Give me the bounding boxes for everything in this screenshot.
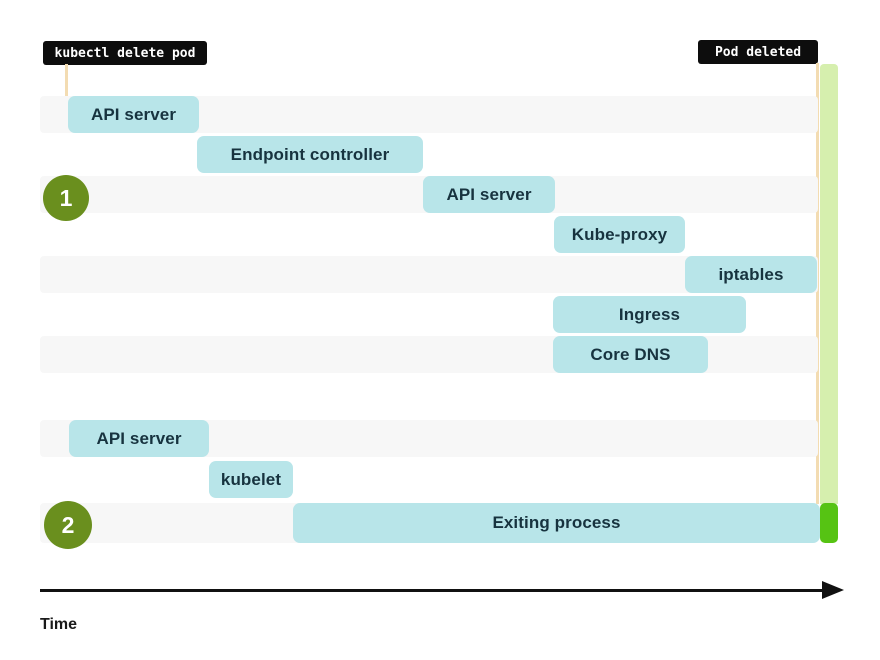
- timeline-row-band: [40, 136, 818, 173]
- process-bar-ingress: Ingress: [553, 296, 746, 333]
- kubectl-delete-pod-label: kubectl delete pod: [54, 45, 196, 61]
- pod-deleted-label: Pod deleted: [714, 44, 802, 60]
- process-bar-kubelet: kubelet: [209, 461, 293, 498]
- timeline-row-band: [40, 461, 818, 498]
- process-bar-api-server: API server: [68, 96, 199, 133]
- step-2-number: 2: [61, 511, 75, 538]
- step-2-marker: 2: [44, 501, 92, 549]
- time-axis-label: Time: [40, 616, 78, 633]
- delete-command-connector-line: [65, 64, 68, 97]
- time-axis-line: [40, 589, 825, 592]
- process-bar-endpoint-controller: Endpoint controller: [197, 136, 423, 173]
- process-bar-api-server: API server: [69, 420, 209, 457]
- pod-deleted-badge: Pod deleted: [698, 40, 818, 64]
- process-bar-api-server: API server: [423, 176, 555, 213]
- timeline-row-band: [40, 216, 818, 253]
- step-1-marker: 1: [43, 175, 89, 221]
- exiting-process-end-cap: [820, 503, 838, 543]
- process-bar-exiting-process: Exiting process: [293, 503, 820, 543]
- process-bar-core-dns: Core DNS: [553, 336, 708, 373]
- kubectl-delete-pod-badge: kubectl delete pod: [43, 41, 207, 65]
- time-axis-arrowhead-icon: [822, 581, 844, 599]
- pod-deleted-marker-bar: [820, 64, 838, 504]
- process-bar-kube-proxy: Kube-proxy: [554, 216, 685, 253]
- step-1-number: 1: [59, 184, 73, 211]
- process-bar-iptables: iptables: [685, 256, 817, 293]
